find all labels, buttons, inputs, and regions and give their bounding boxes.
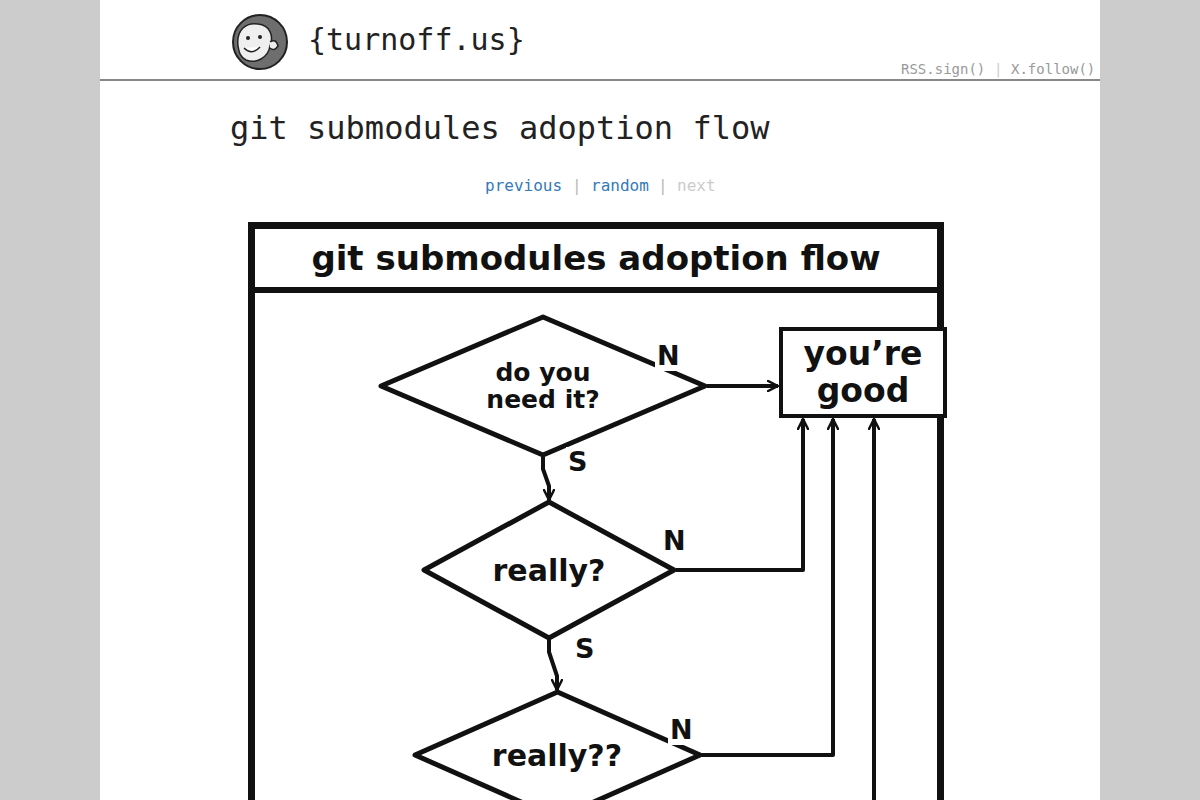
flow-arrow	[549, 640, 557, 690]
comic-frame: git submodules adoption flow do you need …	[248, 222, 944, 800]
edge-label: N	[655, 341, 682, 371]
follow-link: X.follow()	[1011, 60, 1095, 78]
incoming-line	[872, 419, 876, 800]
page-title: git submodules adoption flow	[230, 108, 769, 148]
separator: |	[572, 175, 582, 196]
terminal-box: you’re good	[779, 327, 947, 418]
node-text-wrap: do you need it?	[468, 359, 618, 414]
flow-arrow	[676, 419, 803, 570]
flow-arrow	[543, 457, 549, 500]
separator: |	[994, 60, 1002, 78]
header-rule	[100, 79, 1100, 81]
nav-link-disabled: next	[677, 175, 716, 196]
decision-diamond: do you need it?	[379, 315, 707, 457]
edge-label: N	[661, 526, 688, 556]
edge-label: S	[573, 634, 596, 664]
rss-link: RSS.sign()	[901, 60, 985, 78]
nav-link: previous	[485, 175, 562, 196]
comic-title: git submodules adoption flow	[255, 229, 937, 293]
node-text: do you need it?	[468, 359, 618, 414]
decision-diamond: really??	[413, 690, 702, 800]
site-name: {turnoff.us}	[308, 20, 525, 59]
nav-link: random	[591, 175, 649, 196]
edge-label: S	[566, 447, 589, 477]
separator: |	[658, 175, 668, 196]
flow-arrow	[702, 419, 834, 755]
node-text: really??	[492, 739, 622, 772]
diamond-shape	[381, 317, 705, 455]
diamond-shape	[424, 502, 674, 638]
flow-arrow	[707, 384, 778, 388]
logo-avatar	[230, 12, 290, 72]
node-text: you’re good	[793, 336, 933, 409]
node-text: really?	[493, 554, 606, 587]
edge-label: N	[668, 715, 695, 745]
node-text-wrap: you’re good	[793, 336, 933, 409]
node-text-wrap: really?	[493, 554, 606, 587]
node-text-wrap: really??	[492, 739, 622, 772]
decision-diamond: really?	[422, 500, 676, 640]
diamond-shape	[415, 692, 700, 800]
